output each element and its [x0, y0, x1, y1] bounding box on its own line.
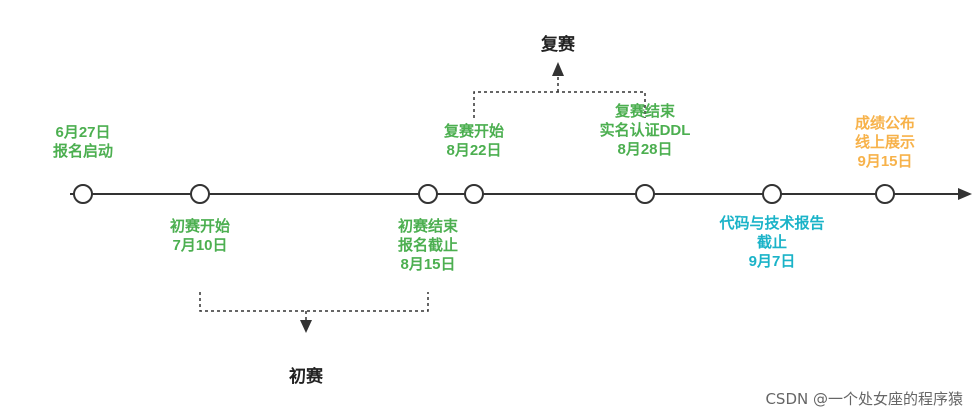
milestone-node: [418, 184, 438, 204]
stage-label-final: 复赛: [540, 34, 576, 54]
milestone-label-line: 代码与技术报告: [718, 214, 824, 232]
milestone-label-line: 8月28日: [617, 141, 672, 158]
milestone-node: [190, 184, 210, 204]
milestone-label-line: 线上展示: [855, 133, 915, 151]
preliminary-bracket: [199, 292, 429, 312]
milestone-node: [635, 184, 655, 204]
milestone-node: [464, 184, 484, 204]
milestone-label-line: 初赛开始: [170, 217, 230, 235]
milestone-label-line: 成绩公布: [855, 114, 915, 132]
final-arrowhead: [552, 62, 564, 76]
stage-label-preliminary: 初赛: [289, 366, 324, 386]
milestone-label-line: 8月15日: [400, 256, 455, 273]
milestone-label-line: 复赛开始: [443, 122, 504, 140]
milestone-label-line: 报名截止: [398, 236, 458, 254]
milestone-label-line: 9月7日: [749, 253, 796, 270]
milestone-label-line: 截止: [757, 233, 787, 251]
milestone-label-line: 复赛结束: [614, 102, 676, 120]
milestone-label-line: 8月22日: [446, 142, 501, 159]
timeline-arrowhead: [958, 188, 972, 200]
milestone-node: [875, 184, 895, 204]
milestone-label-line: 报名启动: [53, 142, 113, 160]
milestone-nodes: [73, 184, 895, 204]
milestone-label-line: 初赛结束: [398, 217, 459, 235]
final-bracket: [473, 91, 646, 118]
milestone-label-line: 实名认证DDL: [600, 121, 691, 139]
milestone-label-line: 7月10日: [172, 237, 227, 254]
milestone-node: [73, 184, 93, 204]
milestone-node: [762, 184, 782, 204]
milestone-label-line: 6月27日: [55, 124, 110, 141]
milestone-label-line: 9月15日: [857, 153, 912, 170]
watermark: CSDN @一个处女座的程序猿: [765, 390, 963, 408]
preliminary-arrowhead: [300, 320, 312, 333]
